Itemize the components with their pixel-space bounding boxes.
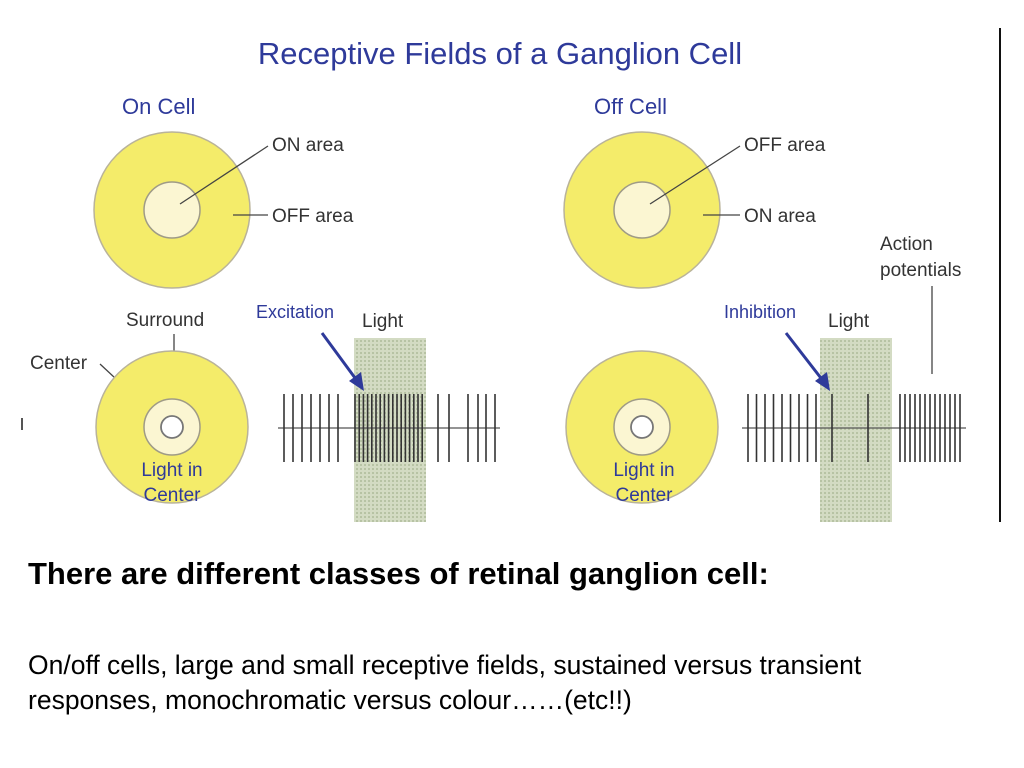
slide-heading: There are different classes of retinal g… — [28, 556, 769, 591]
on-cell-receptive-field — [93, 131, 269, 289]
off-cell-light-in-center — [565, 350, 719, 504]
excitation-arrowhead — [349, 372, 364, 391]
off-cell-surround-label: ON area — [744, 206, 816, 227]
on-cell-center-area — [143, 181, 201, 239]
on-cell-caption-line1: Light in — [141, 460, 202, 481]
on-cell-light-band — [354, 338, 426, 522]
figure-title: Receptive Fields of a Ganglion Cell — [258, 36, 742, 71]
off-cell-light-spot — [630, 415, 654, 439]
off-area-pointer-right — [649, 145, 741, 205]
off-cell-heading: Off Cell — [594, 94, 667, 119]
off-cell-center-label: OFF area — [744, 135, 826, 156]
off-cell-light-band — [820, 338, 892, 522]
action-potentials-label-line1: Action — [880, 234, 933, 255]
inhibition-arrow — [784, 332, 826, 383]
inhibition-label: Inhibition — [724, 302, 796, 322]
on-cell-center-label: ON area — [272, 135, 344, 156]
off-cell-center-area — [613, 181, 671, 239]
action-potentials-label-line2: potentials — [880, 260, 961, 281]
receptive-fields-figure: Receptive Fields of a Ganglion Cell On C… — [21, 28, 1001, 522]
excitation-label: Excitation — [256, 302, 334, 322]
off-cell-light-label: Light — [828, 311, 870, 332]
on-cell-heading: On Cell — [122, 94, 195, 119]
on-cell-caption-line2: Center — [143, 485, 201, 506]
on-cell-light-label: Light — [362, 311, 404, 332]
figure-canvas: Receptive Fields of a Ganglion Cell On C… — [21, 28, 1001, 522]
off-cell-caption-line1: Light in — [613, 460, 674, 481]
slide-body-text: On/off cells, large and small receptive … — [28, 650, 862, 715]
off-cell-spike-train — [747, 394, 961, 462]
center-word: Center — [30, 353, 88, 374]
surround-word: Surround — [126, 310, 204, 331]
on-area-pointer — [179, 145, 269, 205]
on-cell-spike-train — [283, 394, 496, 462]
excitation-arrow — [320, 332, 360, 383]
off-cell-receptive-field — [563, 131, 741, 289]
off-cell-caption-line2: Center — [615, 485, 673, 506]
on-cell-light-in-center — [95, 350, 249, 504]
on-cell-surround-label: OFF area — [272, 206, 354, 227]
inhibition-arrowhead — [815, 372, 830, 391]
on-cell-light-spot — [160, 415, 184, 439]
